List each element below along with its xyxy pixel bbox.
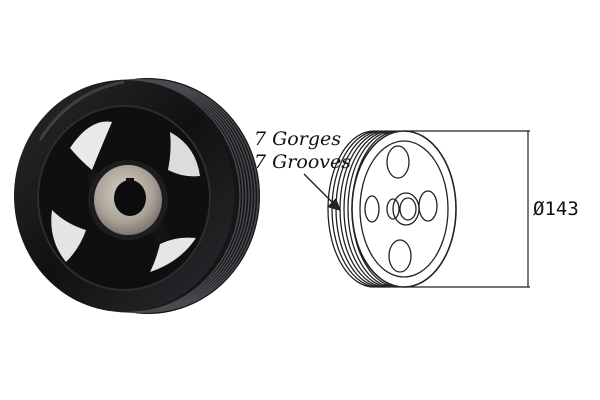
- pulley-rim-highlight: [38, 80, 125, 141]
- arrow-shaft: [303, 173, 335, 205]
- drawing-hole-left: [364, 195, 380, 223]
- pulley-window-right: [168, 132, 200, 177]
- pulley-window-left: [51, 210, 86, 262]
- pulley-photo: [14, 78, 260, 314]
- pulley-keyway: [126, 178, 134, 184]
- drawing-inner-ring: [359, 140, 449, 278]
- diameter-dimension: [404, 130, 530, 288]
- diameter-label: Ø143: [533, 198, 579, 220]
- drawing-hub-outer: [392, 192, 420, 226]
- annotation-line-french: 7 Gorges: [254, 128, 341, 150]
- arrow-head: [327, 198, 341, 211]
- pulley-window-bottom: [150, 237, 196, 272]
- annotation-line-english: 7 Grooves: [254, 151, 351, 173]
- drawing-hole-bottom: [388, 239, 412, 273]
- drawing-hub-left: [386, 198, 400, 220]
- annotation-arrow: [303, 173, 341, 211]
- drawing-front-face: [351, 130, 457, 288]
- drawing-hub-inner: [399, 197, 417, 221]
- pulley-window-top: [70, 121, 112, 170]
- drawing-hole-top: [386, 145, 410, 179]
- pulley-hub-bore: [114, 180, 146, 216]
